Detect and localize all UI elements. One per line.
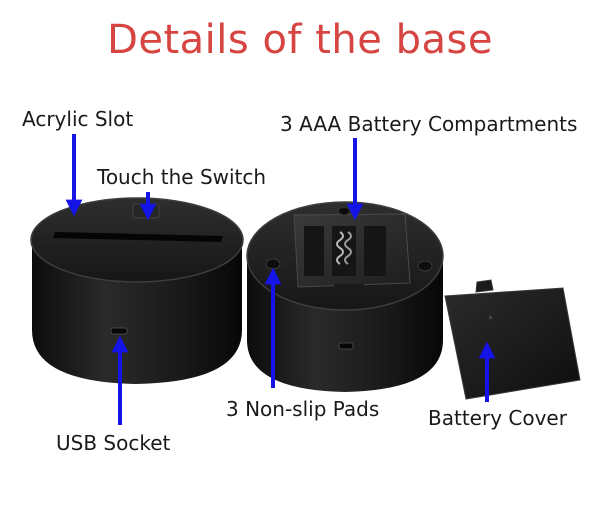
label-acrylic-slot: Acrylic Slot [22, 107, 134, 131]
right-base [246, 201, 444, 392]
label-battery-cover: Battery Cover [428, 406, 567, 430]
non-slip-pad [337, 206, 351, 216]
usb-socket [110, 327, 128, 335]
battery-cover [444, 279, 581, 400]
non-slip-pad [417, 260, 433, 272]
callout-arrows [65, 134, 496, 425]
page-title: Details of the base [107, 17, 493, 63]
left-base [30, 197, 244, 384]
label-battery-compartments: 3 AAA Battery Compartments [280, 112, 578, 136]
acrylic-slot [53, 232, 223, 242]
label-touch-switch: Touch the Switch [97, 165, 267, 189]
non-slip-pad [265, 258, 281, 270]
label-usb-socket: USB Socket [56, 431, 171, 455]
label-non-slip-pads: 3 Non-slip Pads [226, 397, 380, 421]
